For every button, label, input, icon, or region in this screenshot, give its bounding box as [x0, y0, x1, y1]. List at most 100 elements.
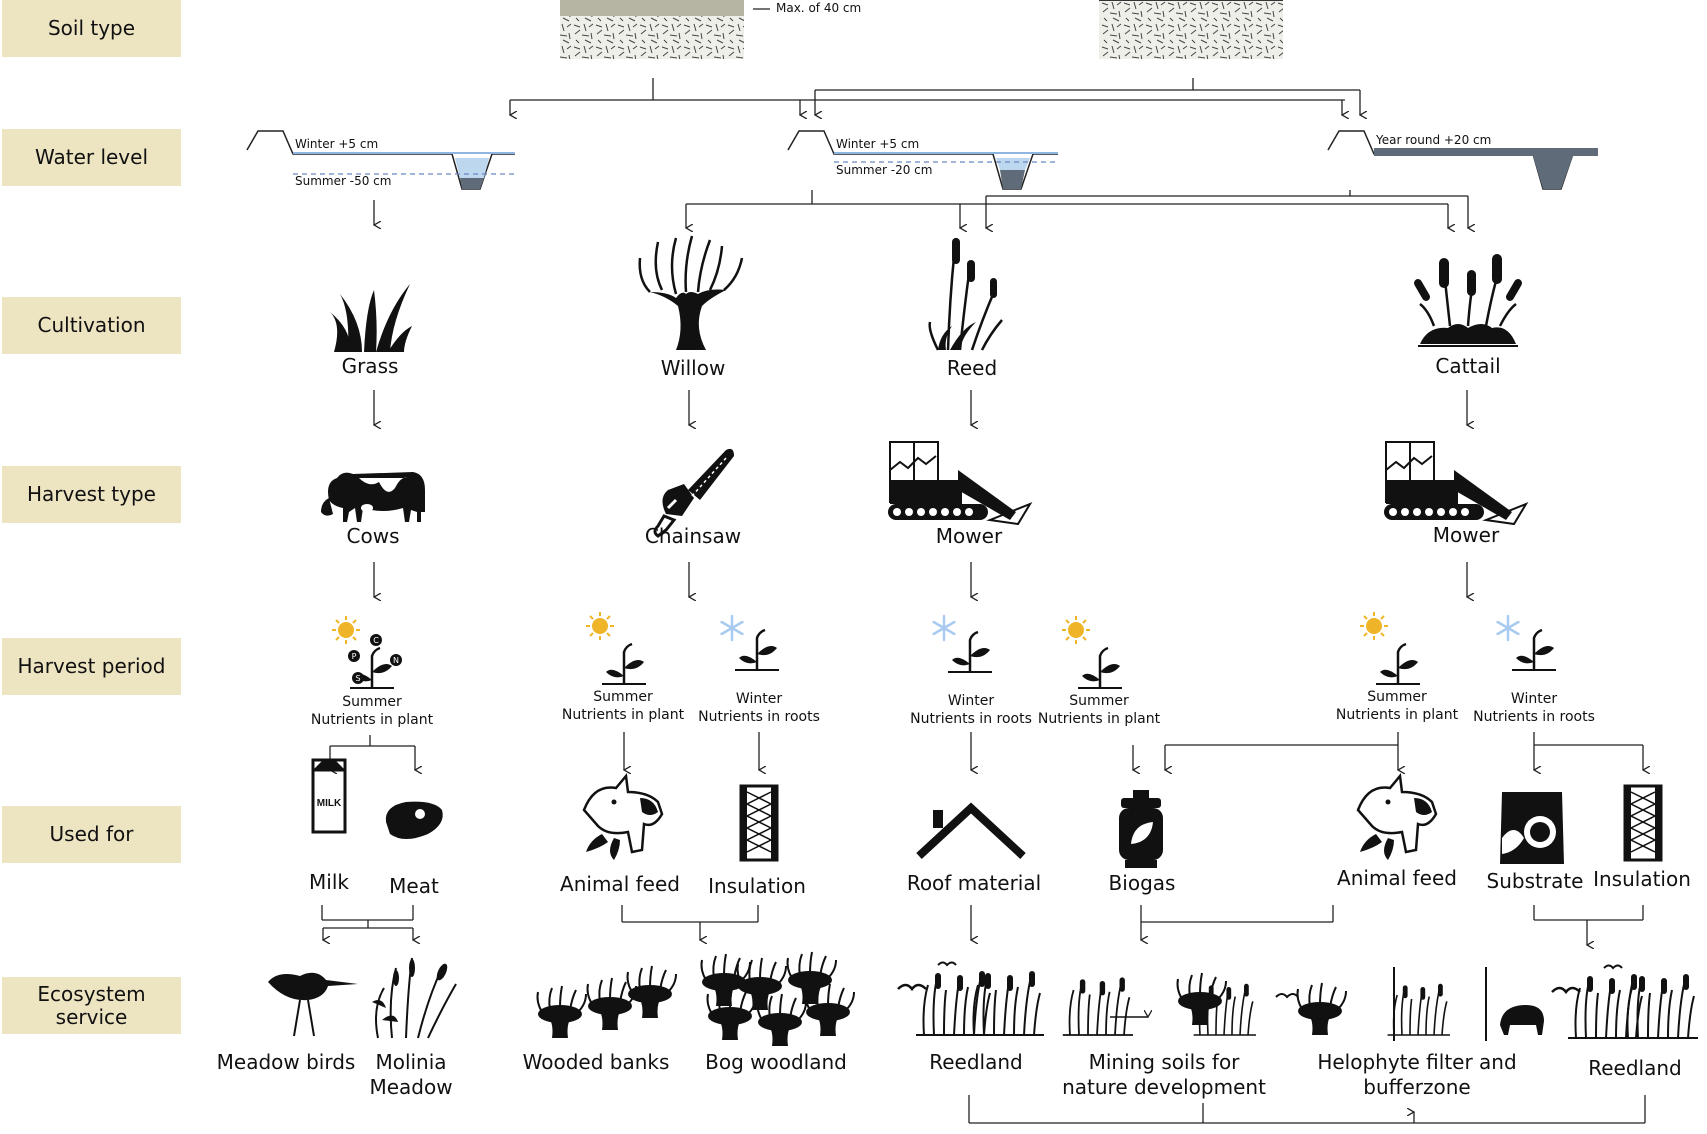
used-meat-label: Meat	[389, 874, 439, 898]
period-grass-desc: Nutrients in plant	[310, 712, 434, 728]
period-grass-season: Summer	[342, 694, 402, 710]
cultivation-willow-label: Willow	[660, 356, 726, 380]
used-animal-feed-1-label: Animal feed	[560, 872, 680, 896]
eco-meadow-birds-label: Meadow birds	[216, 1050, 356, 1074]
eco-wooded-banks-label: Wooded banks	[522, 1050, 670, 1074]
svg-text:P: P	[352, 652, 357, 661]
eco-reedland-1-label: Reedland	[929, 1050, 1023, 1074]
used-animal-feed-2-label: Animal feed	[1337, 866, 1457, 890]
meat-icon	[385, 801, 443, 839]
plant-icon	[1510, 628, 1558, 672]
period-willow-winter-desc: Nutrients in roots	[698, 709, 820, 725]
insulation-icon	[739, 784, 779, 862]
used-roof-material-label: Roof material	[906, 871, 1042, 895]
cultivation-cattail-label: Cattail	[1435, 354, 1501, 378]
helophyte-filter-icon	[1275, 967, 1544, 1041]
sun-icon	[331, 615, 361, 645]
period-willow-summer-season: Summer	[593, 689, 653, 705]
soil-block-left	[560, 0, 744, 59]
period-reed-winter-desc: Nutrients in roots	[910, 711, 1032, 727]
water-level-a-bottom: Summer -50 cm	[295, 174, 392, 188]
harvest-period-willow-winter	[720, 614, 781, 672]
reed-icon	[928, 237, 1003, 351]
period-willow-winter-season: Winter	[735, 691, 783, 707]
snowflake-icon	[1496, 614, 1520, 642]
eco-bog-woodland-label: Bog woodland	[705, 1050, 847, 1074]
svg-text:C: C	[373, 636, 379, 645]
row-label-cultivation: Cultivation	[2, 297, 181, 354]
plant-icon	[1374, 642, 1422, 686]
cultivation-reed-label: Reed	[946, 356, 998, 380]
snowflake-icon	[932, 614, 956, 642]
period-reed-summer-desc: Nutrients in plant	[1037, 711, 1161, 727]
molinia-icon	[372, 957, 457, 1039]
meadow-bird-icon	[268, 972, 358, 1037]
eco-molinia-meadow-label: Molinia Meadow	[369, 1050, 453, 1099]
soil-block-right	[1099, 0, 1283, 59]
water-level-b-top: Winter +5 cm	[836, 137, 920, 151]
sun-icon	[1061, 615, 1091, 645]
harvest-chainsaw-label: Chainsaw	[644, 524, 742, 548]
row-label-used-for: Used for	[2, 806, 181, 863]
goat-icon	[1356, 772, 1438, 860]
water-level-b-bottom: Summer -20 cm	[836, 163, 933, 177]
row-label-water-level: Water level	[2, 129, 181, 186]
used-milk-label: Milk	[309, 870, 349, 894]
eco-helophyte-label: Helophyte filter and bufferzone	[1317, 1050, 1517, 1099]
wooded-banks-icon	[536, 965, 677, 1039]
row-label-harvest-period: Harvest period	[2, 638, 181, 695]
reedland-icon	[1551, 964, 1699, 1039]
plant-icon	[946, 630, 994, 674]
milk-icon: MILK	[311, 758, 347, 834]
used-insulation-1-label: Insulation	[708, 874, 806, 898]
cow-icon	[321, 472, 425, 522]
period-cattail-winter-desc: Nutrients in roots	[1473, 709, 1595, 725]
sun-icon	[1359, 611, 1389, 641]
milk-carton-text: MILK	[317, 798, 342, 809]
water-profile-b	[787, 130, 1058, 190]
roof-icon	[916, 802, 1026, 859]
plant-icon	[733, 628, 781, 672]
goat-icon	[582, 772, 664, 860]
mining-soils-icon	[1061, 972, 1257, 1036]
reedland-icon	[897, 961, 1045, 1036]
row-label-harvest-type: Harvest type	[2, 466, 181, 523]
period-cattail-summer-season: Summer	[1367, 689, 1427, 705]
sun-icon	[585, 611, 615, 641]
mower-icon	[887, 441, 1031, 525]
plant-icon	[1076, 646, 1124, 690]
harvest-period-cattail-summer	[1359, 611, 1422, 686]
row-label-soil-type: Soil type	[2, 0, 181, 57]
eco-mining-soils-label: Mining soils for nature development	[1062, 1050, 1266, 1099]
grass-icon	[330, 284, 412, 352]
chainsaw-icon	[653, 448, 734, 538]
cultivation-grass-label: Grass	[341, 354, 399, 378]
period-cattail-winter-season: Winter	[1510, 691, 1558, 707]
svg-text:S: S	[355, 674, 360, 683]
harvest-period-cattail-winter	[1496, 614, 1558, 672]
used-insulation-2-label: Insulation	[1593, 867, 1691, 891]
row-label-ecosystem-service: Ecosystem service	[2, 977, 181, 1034]
water-profile-c	[1327, 130, 1598, 190]
period-reed-summer-season: Summer	[1069, 693, 1129, 709]
used-substrate-label: Substrate	[1486, 869, 1584, 893]
period-cattail-summer-desc: Nutrients in plant	[1335, 707, 1459, 723]
harvest-period-reed-winter	[932, 614, 994, 674]
harvest-period-reed-summer	[1061, 615, 1124, 690]
harvest-mower-reed-label: Mower	[935, 524, 1003, 548]
plant-icon	[600, 642, 648, 686]
soil-max-note: Max. of 40 cm	[776, 1, 862, 15]
bog-woodland-icon	[700, 951, 855, 1047]
period-reed-winter-season: Winter	[947, 693, 995, 709]
mower-icon	[1383, 441, 1527, 525]
water-level-c-top: Year round +20 cm	[1376, 133, 1492, 147]
water-level-a-top: Winter +5 cm	[295, 137, 379, 151]
biogas-icon	[1119, 790, 1163, 868]
svg-text:N: N	[393, 656, 399, 665]
harvest-mower-cattail-label: Mower	[1432, 523, 1500, 547]
water-profile-a	[246, 130, 515, 190]
period-willow-summer-desc: Nutrients in plant	[561, 707, 685, 723]
eco-reedland-2-label: Reedland	[1588, 1056, 1682, 1080]
substrate-bag-icon	[1500, 792, 1564, 864]
